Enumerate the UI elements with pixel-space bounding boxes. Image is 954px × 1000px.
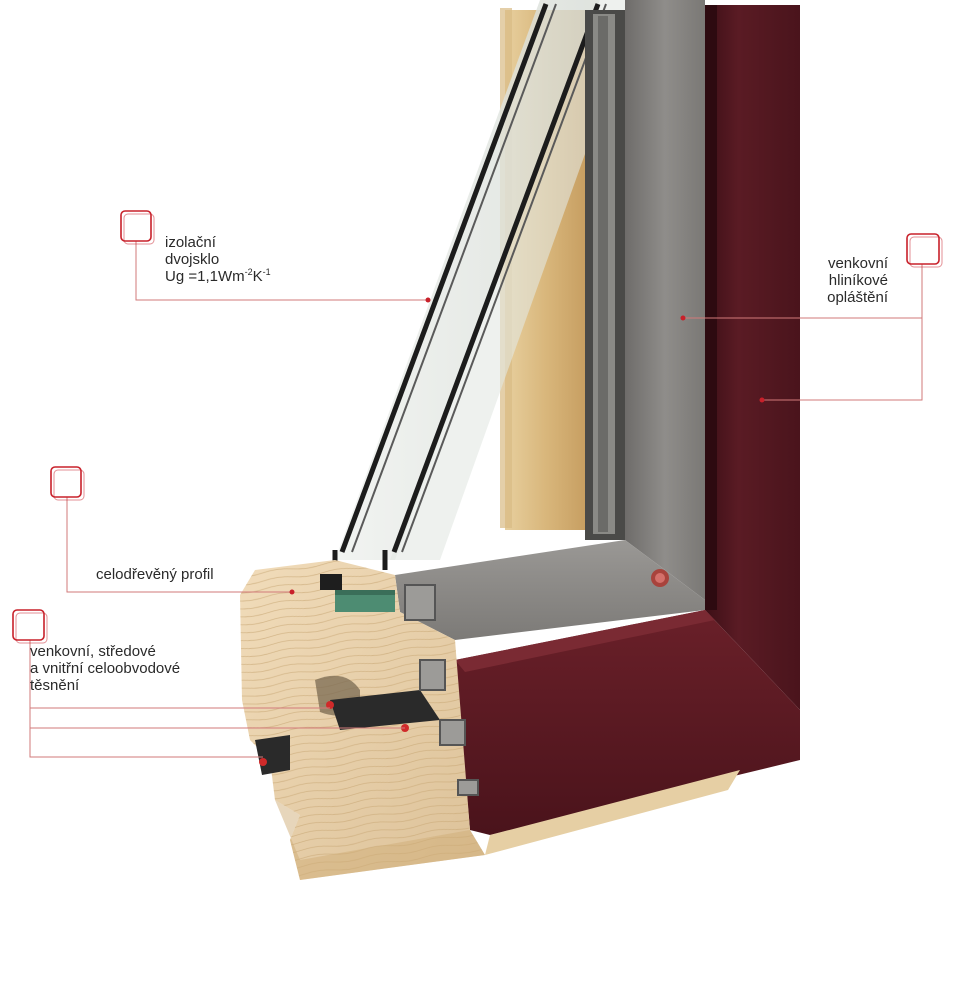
glass-pane-outer <box>390 0 640 560</box>
label-exterior-aluminium-cladding: venkovní hliníkové opláštění <box>827 255 888 306</box>
burgundy-aluminium-cladding-vertical <box>705 5 800 710</box>
label-glazing-line2: dvojsklo <box>165 251 220 268</box>
grey-aluminium-cladding-vertical <box>625 0 705 600</box>
label-seals-line2: a vnitřní celoobvodové <box>30 660 181 677</box>
label-perimeter-seals: venkovní, středové a vnitřní celoobvodov… <box>30 643 180 694</box>
callout-box-icon <box>12 609 48 644</box>
grey-aluminium-cladding-bottom <box>395 540 705 640</box>
label-cladding-line3: opláštění <box>827 289 888 306</box>
ug-exponent-2: -1 <box>262 267 271 277</box>
leader-line-profile <box>66 495 292 593</box>
label-cladding-line2: hliníkové <box>828 272 888 289</box>
callout-box-icon <box>120 210 155 245</box>
label-solid-wood-profile: celodřevěný profil <box>96 566 214 583</box>
label-seals-line3: těsnění <box>30 677 80 694</box>
label-glazing-line3: Ug =1,1Wm-2K-1 <box>165 267 271 286</box>
callout-box-icon <box>906 233 943 268</box>
label-profile-line1: celodřevěný profil <box>96 566 214 583</box>
leader-line-cladding-2 <box>762 318 923 401</box>
ug-value-text: Ug =1,1Wm <box>165 268 245 285</box>
leader-line-glazing <box>135 238 428 301</box>
leader-line-seal-3 <box>29 728 263 758</box>
ug-unit-k: K <box>252 268 263 285</box>
ug-exponent-1: -2 <box>244 267 253 277</box>
label-cladding-line1: venkovní <box>827 255 888 272</box>
label-insulating-double-glazing: izolační dvojsklo Ug =1,1Wm-2K-1 <box>165 234 271 285</box>
label-seals-line1: venkovní, středové <box>30 643 156 660</box>
callout-box-icon <box>50 466 85 501</box>
label-glazing-line1: izolační <box>165 234 216 251</box>
